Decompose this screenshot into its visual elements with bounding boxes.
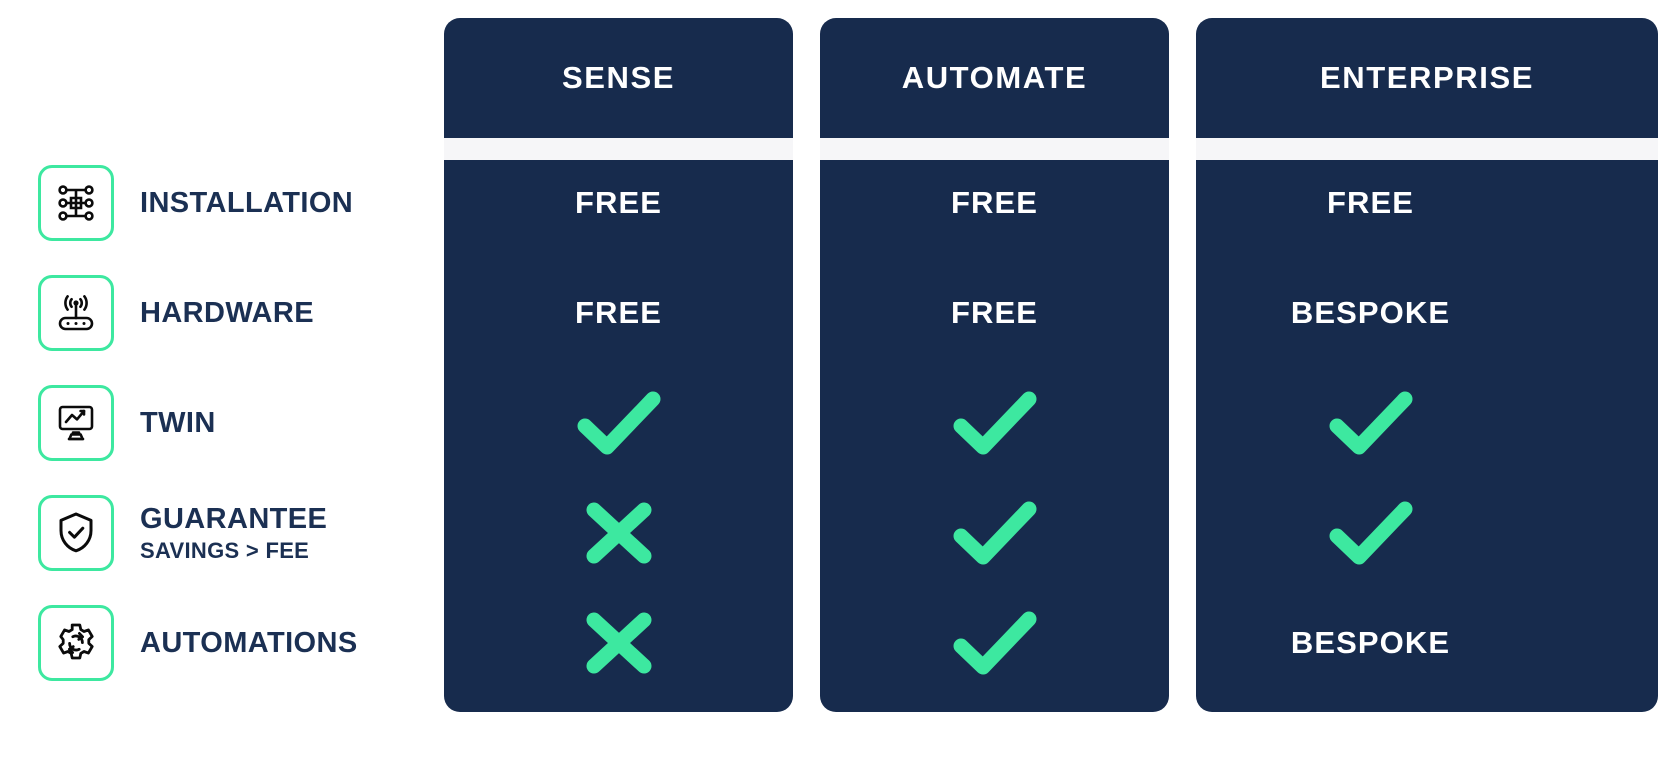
cell-enterprise-twin	[1196, 368, 1545, 478]
monitor-chart-icon	[38, 385, 114, 461]
cell-sense-installation: FREE	[444, 148, 793, 258]
cell-automate-automations	[820, 588, 1169, 698]
cell-automate-twin	[820, 368, 1169, 478]
feature-label: HARDWARE	[140, 296, 314, 329]
feature-column: INSTALLATION HARDWARE	[0, 0, 444, 774]
header-gap-strip	[820, 138, 1169, 160]
cell-sense-twin	[444, 368, 793, 478]
plan-title: SENSE	[561, 60, 676, 95]
feature-row-installation: INSTALLATION	[38, 148, 353, 258]
cell-automate-guarantee	[820, 478, 1169, 588]
feature-label: AUTOMATIONS	[140, 626, 358, 659]
header-gap-strip	[1196, 138, 1658, 160]
feature-sublabel: SAVINGS > FEE	[140, 538, 310, 564]
plan-header-automate: AUTOMATE	[820, 18, 1169, 138]
plan-header-sense: SENSE	[444, 18, 793, 138]
cell-automate-installation: FREE	[820, 148, 1169, 258]
cell-sense-guarantee	[444, 478, 793, 588]
cross-icon	[586, 612, 651, 674]
cross-icon	[586, 502, 651, 564]
cell-enterprise-installation: FREE	[1196, 148, 1545, 258]
cell-sense-hardware: FREE	[444, 258, 793, 368]
feature-row-guarantee: GUARANTEE SAVINGS > FEE	[38, 478, 327, 588]
check-icon	[953, 391, 1036, 455]
cell-automate-hardware: FREE	[820, 258, 1169, 368]
cell-value: FREE	[1326, 185, 1415, 220]
plan-column-enterprise[interactable]: ENTERPRISE FREE BESPOKE BESPOKE	[1196, 0, 1658, 774]
cell-enterprise-automations: BESPOKE	[1196, 588, 1545, 698]
cell-sense-automations	[444, 588, 793, 698]
feature-label: INSTALLATION	[140, 186, 354, 219]
plan-body-enterprise	[1196, 160, 1658, 712]
check-icon	[577, 391, 660, 455]
check-icon	[1329, 501, 1412, 565]
check-icon	[1329, 391, 1412, 455]
wifi-router-icon	[38, 275, 114, 351]
cell-enterprise-hardware: BESPOKE	[1196, 258, 1545, 368]
feature-label: GUARANTEE	[140, 502, 328, 535]
feature-label: TWIN	[140, 406, 216, 439]
gear-refresh-icon	[38, 605, 114, 681]
cell-value: BESPOKE	[1290, 295, 1451, 330]
cell-enterprise-guarantee	[1196, 478, 1545, 588]
feature-row-hardware: HARDWARE	[38, 258, 314, 368]
network-nodes-icon	[38, 165, 114, 241]
plan-header-enterprise: ENTERPRISE	[1196, 18, 1658, 138]
feature-row-automations: AUTOMATIONS	[38, 588, 358, 698]
plan-column-automate[interactable]: AUTOMATE FREE FREE	[820, 0, 1169, 774]
plan-column-sense[interactable]: SENSE FREE FREE	[444, 0, 793, 774]
feature-row-twin: TWIN	[38, 368, 216, 478]
header-gap-strip	[444, 138, 793, 160]
cell-value: BESPOKE	[1290, 625, 1451, 660]
cell-value: FREE	[950, 185, 1039, 220]
plan-title: AUTOMATE	[901, 60, 1088, 95]
cell-value: FREE	[574, 185, 663, 220]
cell-value: FREE	[950, 295, 1039, 330]
shield-check-icon	[38, 495, 114, 571]
check-icon	[953, 611, 1036, 675]
cell-value: FREE	[574, 295, 663, 330]
plan-title: ENTERPRISE	[1319, 60, 1535, 95]
check-icon	[953, 501, 1036, 565]
